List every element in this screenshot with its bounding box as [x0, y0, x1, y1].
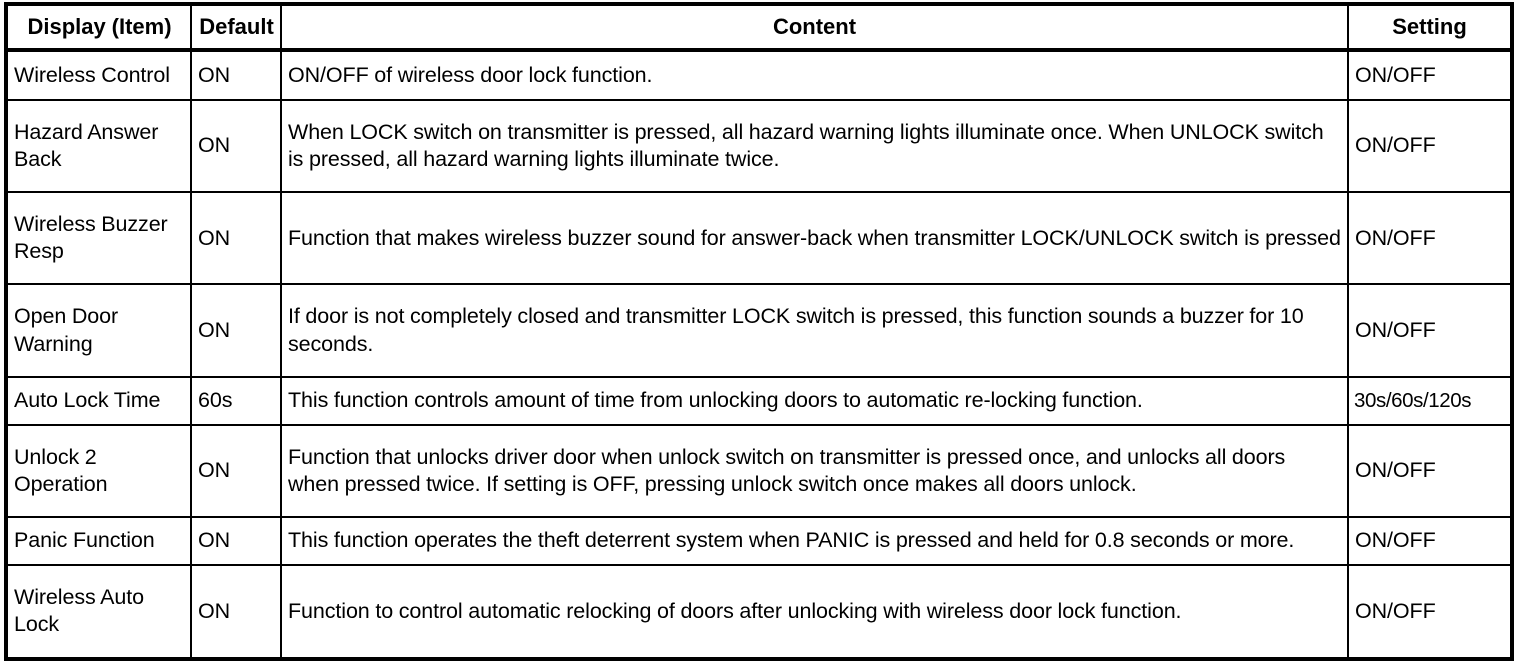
cell-default: 60s [190, 375, 282, 426]
cell-default: ON [190, 563, 282, 661]
cell-default: ON [190, 283, 282, 378]
cell-content: ON/OFF of wireless door lock function. [280, 49, 1349, 101]
cell-content: This function operates the theft deterre… [280, 516, 1349, 566]
cell-content: When LOCK switch on transmitter is press… [280, 98, 1349, 193]
cell-default: ON [190, 516, 282, 566]
cell-default: ON [190, 98, 282, 193]
column-header-default: Default [190, 3, 282, 52]
table-row: Panic Function ON This function operates… [5, 516, 1513, 566]
header-row: Display (Item) Default Content Setting [5, 3, 1513, 52]
table-row: Wireless Control ON ON/OFF of wireless d… [5, 49, 1513, 101]
cell-default: ON [190, 423, 282, 519]
cell-display-item: Open Door Warning [5, 283, 192, 378]
cell-setting: 30s/60s/120s [1347, 375, 1513, 426]
cell-content: If door is not completely closed and tra… [280, 283, 1349, 378]
table-row: Hazard Answer Back ON When LOCK switch o… [5, 98, 1513, 193]
table-header: Display (Item) Default Content Setting [5, 3, 1513, 52]
cell-display-item: Wireless Auto Lock [5, 563, 192, 661]
table-row: Wireless Buzzer Resp ON Function that ma… [5, 190, 1513, 286]
cell-setting: ON/OFF [1347, 49, 1513, 101]
cell-default: ON [190, 190, 282, 286]
cell-setting: ON/OFF [1347, 516, 1513, 566]
table-body: Wireless Control ON ON/OFF of wireless d… [5, 49, 1513, 661]
cell-setting: ON/OFF [1347, 98, 1513, 193]
cell-content: Function to control automatic relocking … [280, 563, 1349, 661]
cell-display-item: Auto Lock Time [5, 375, 192, 426]
cell-setting: ON/OFF [1347, 190, 1513, 286]
cell-content: Function that unlocks driver door when u… [280, 423, 1349, 519]
column-header-display-item: Display (Item) [5, 3, 192, 52]
table-row: Unlock 2 Operation ON Function that unlo… [5, 423, 1513, 519]
cell-default: ON [190, 49, 282, 101]
cell-display-item: Wireless Control [5, 49, 192, 101]
cell-display-item: Unlock 2 Operation [5, 423, 192, 519]
table-row: Open Door Warning ON If door is not comp… [5, 283, 1513, 378]
cell-setting: ON/OFF [1347, 563, 1513, 661]
cell-setting: ON/OFF [1347, 423, 1513, 519]
column-header-setting: Setting [1347, 3, 1513, 52]
cell-display-item: Panic Function [5, 516, 192, 566]
wireless-door-lock-settings-table: Display (Item) Default Content Setting W… [4, 2, 1514, 661]
cell-setting: ON/OFF [1347, 283, 1513, 378]
cell-display-item: Wireless Buzzer Resp [5, 190, 192, 286]
cell-display-item: Hazard Answer Back [5, 98, 192, 193]
cell-content: Function that makes wireless buzzer soun… [280, 190, 1349, 286]
column-header-content: Content [280, 3, 1349, 52]
cell-content: This function controls amount of time fr… [280, 375, 1349, 426]
table-row: Wireless Auto Lock ON Function to contro… [5, 563, 1513, 661]
table-row: Auto Lock Time 60s This function control… [5, 375, 1513, 426]
